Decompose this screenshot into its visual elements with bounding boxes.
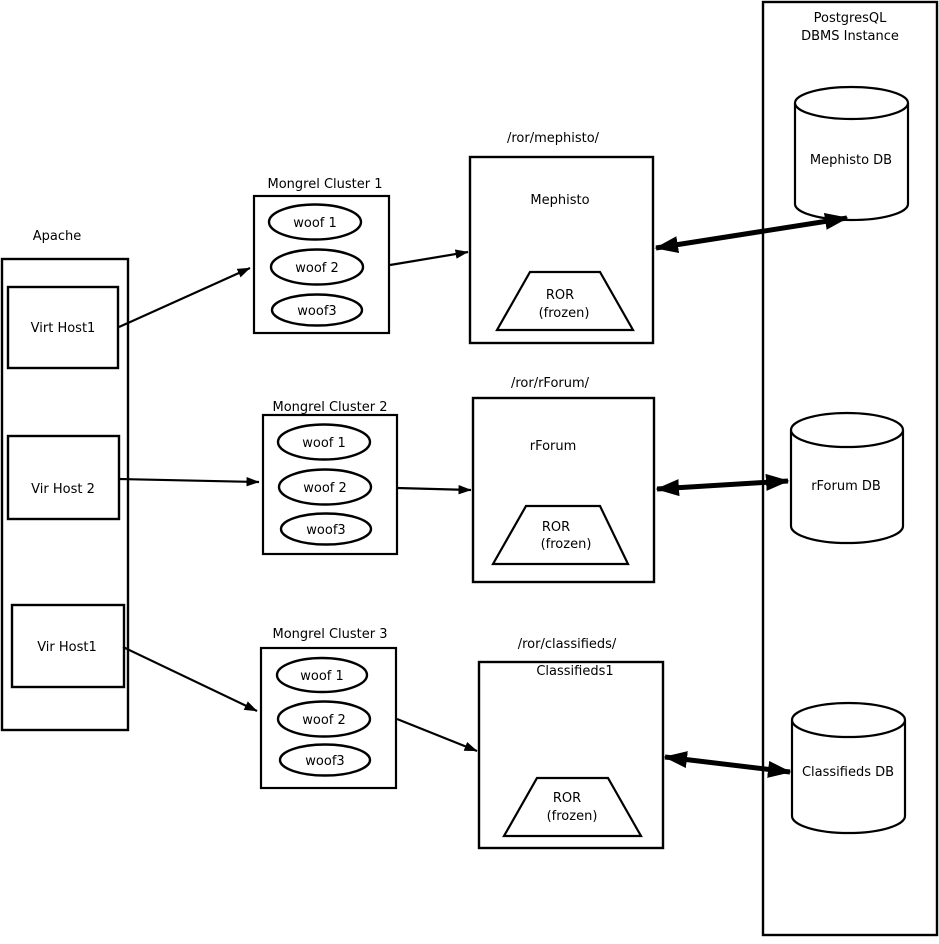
virt-host-2-box — [6, 434, 121, 521]
mongrel-cluster-3-title: Mongrel Cluster 3 — [272, 627, 387, 642]
arrow-virthost3-to-cluster3 — [122, 646, 258, 712]
mongrel-cluster-2-group: Mongrel Cluster 2 woof 1 woof 2 woof3 — [261, 400, 399, 556]
woof-ellipse — [277, 468, 373, 506]
arrow-classifieds-db — [663, 751, 792, 778]
woof-label: woof3 — [297, 304, 336, 319]
woof-label: woof3 — [306, 523, 345, 538]
app-classifieds-name: Classifieds1 — [536, 664, 613, 679]
apache-group: Apache Virt Host1 Vir Host 2 Vir Host1 — [0, 229, 130, 732]
arrow-rforum-db — [655, 473, 790, 497]
mongrel-cluster-2-title: Mongrel Cluster 2 — [272, 400, 387, 415]
virt-host-2-label: Vir Host 2 — [31, 482, 95, 497]
db-cylinder-top — [790, 701, 907, 739]
ror-trapezoid — [491, 504, 630, 566]
arrow-cluster3-to-classifieds — [396, 717, 478, 753]
arrow-cluster1-to-mephisto — [389, 249, 469, 267]
ror-frozen-label: (frozen) — [541, 537, 592, 552]
app-mephisto-name: Mephisto — [530, 193, 589, 208]
ror-frozen-label: (frozen) — [539, 306, 590, 321]
woof-label: woof 1 — [293, 216, 337, 231]
woof-ellipse — [279, 512, 373, 546]
db-cylinder-top — [793, 85, 910, 121]
woof-ellipse — [278, 743, 372, 777]
virt-host-1-label: Virt Host1 — [31, 321, 96, 336]
woof-ellipse — [276, 423, 372, 461]
woof-label: woof 2 — [302, 713, 346, 728]
db-rforum-label: rForum DB — [811, 479, 881, 494]
ror-label: ROR — [546, 288, 574, 303]
apache-label: Apache — [33, 229, 82, 244]
mongrel-cluster-1-group: Mongrel Cluster 1 woof 1 woof 2 woof3 — [252, 177, 391, 335]
virt-host-3-box — [10, 603, 126, 689]
db-cylinder-body — [793, 103, 910, 222]
postgres-title-line1: PostgresQL — [814, 11, 888, 26]
app-classifieds-group: /ror/classifieds/ Classifieds1 ROR (froz… — [477, 637, 665, 850]
woof-label: woof 2 — [295, 261, 339, 276]
woof-label: woof 2 — [303, 481, 347, 496]
ror-trapezoid — [502, 776, 643, 838]
arrow-virthost1-to-cluster1 — [118, 266, 251, 329]
postgres-title-line2: DBMS Instance — [801, 29, 899, 44]
ror-frozen-label: (frozen) — [547, 809, 598, 824]
db-cylinder-top — [789, 411, 905, 449]
db-cylinder-body — [790, 720, 907, 835]
woof-label: woof3 — [305, 754, 344, 769]
arrow-mephisto-db — [654, 213, 849, 253]
db-classifieds-label: Classifieds DB — [802, 765, 894, 780]
arrow-cluster2-to-rforum — [396, 484, 472, 495]
ror-label: ROR — [542, 520, 570, 535]
app-rforum-group: /ror/rForum/ rForum ROR (frozen) — [471, 376, 656, 584]
db-classifieds-group: Classifieds DB — [790, 701, 907, 835]
db-cylinder-body — [789, 430, 905, 545]
db-mephisto-label: Mephisto DB — [810, 153, 892, 168]
woof-ellipse — [270, 293, 364, 327]
app-rforum-name: rForum — [530, 439, 577, 454]
app-rforum-path-label: /ror/rForum/ — [511, 376, 590, 391]
arrow-virthost2-to-cluster2 — [118, 477, 260, 487]
ror-trapezoid — [495, 270, 635, 332]
mongrel-cluster-1-title: Mongrel Cluster 1 — [267, 177, 382, 192]
virt-host-3-label: Vir Host1 — [37, 640, 97, 655]
woof-label: woof 1 — [300, 669, 344, 684]
woof-ellipse — [275, 656, 369, 694]
db-rforum-group: rForum DB — [789, 411, 905, 545]
app-mephisto-path-label: /ror/mephisto/ — [507, 131, 600, 146]
ror-label: ROR — [553, 791, 581, 806]
mongrel-cluster-3-group: Mongrel Cluster 3 woof 1 woof 2 woof3 — [259, 627, 398, 790]
app-classifieds-path-label: /ror/classifieds/ — [518, 637, 617, 652]
virt-host-1-box — [6, 285, 120, 370]
woof-ellipse — [276, 700, 372, 738]
woof-ellipse — [267, 203, 363, 241]
woof-ellipse — [269, 248, 365, 286]
woof-label: woof 1 — [302, 436, 346, 451]
db-mephisto-group: Mephisto DB — [793, 85, 910, 222]
app-mephisto-group: /ror/mephisto/ Mephisto ROR (frozen) — [468, 131, 655, 345]
